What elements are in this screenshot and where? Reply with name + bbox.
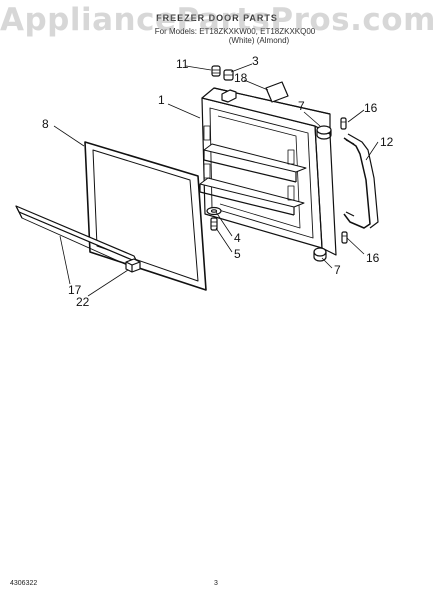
label-plate-18 [265,81,289,103]
hinge-bushing-4 [206,206,222,216]
callout-7-top: 7 [298,99,305,113]
callout-8: 8 [42,117,49,131]
screw-5 [210,217,218,231]
door-gasket [84,141,207,291]
handle-screw-bottom [341,231,348,244]
handle-screw-top [340,117,347,130]
callout-7-bottom: 7 [334,263,341,277]
callout-1: 1 [158,93,165,107]
leader-lines [53,63,379,297]
screw-11 [211,65,221,77]
callout-5: 5 [234,247,241,261]
door-stop-bottom [313,247,327,262]
colors-line: (White) (Almond) [228,36,290,45]
watermark: AppliancePartsPros.com [0,2,434,38]
model-line: For Models: ET18ZKXKW00, ET18ZKXKQ00 [154,27,316,36]
callout-3: 3 [252,54,259,68]
callout-22: 22 [76,295,90,309]
door-stop-top [316,125,332,140]
diagram-title: FREEZER DOOR PARTS [156,13,278,23]
plug-3 [223,69,234,81]
callout-4: 4 [234,231,241,245]
callout-12: 12 [380,135,394,149]
callout-16-bottom: 16 [366,251,380,265]
callout-17: 17 [68,283,82,297]
callout-16-top: 16 [364,101,378,115]
door-handle [343,133,379,229]
freezer-door-panel [199,87,337,256]
document-part-number: 4306322 [10,580,38,587]
trim-end-cap [125,258,141,273]
callout-11: 11 [176,57,189,71]
page-number: 3 [214,580,218,587]
door-trim-strip [15,205,138,269]
callout-18: 18 [234,71,248,85]
